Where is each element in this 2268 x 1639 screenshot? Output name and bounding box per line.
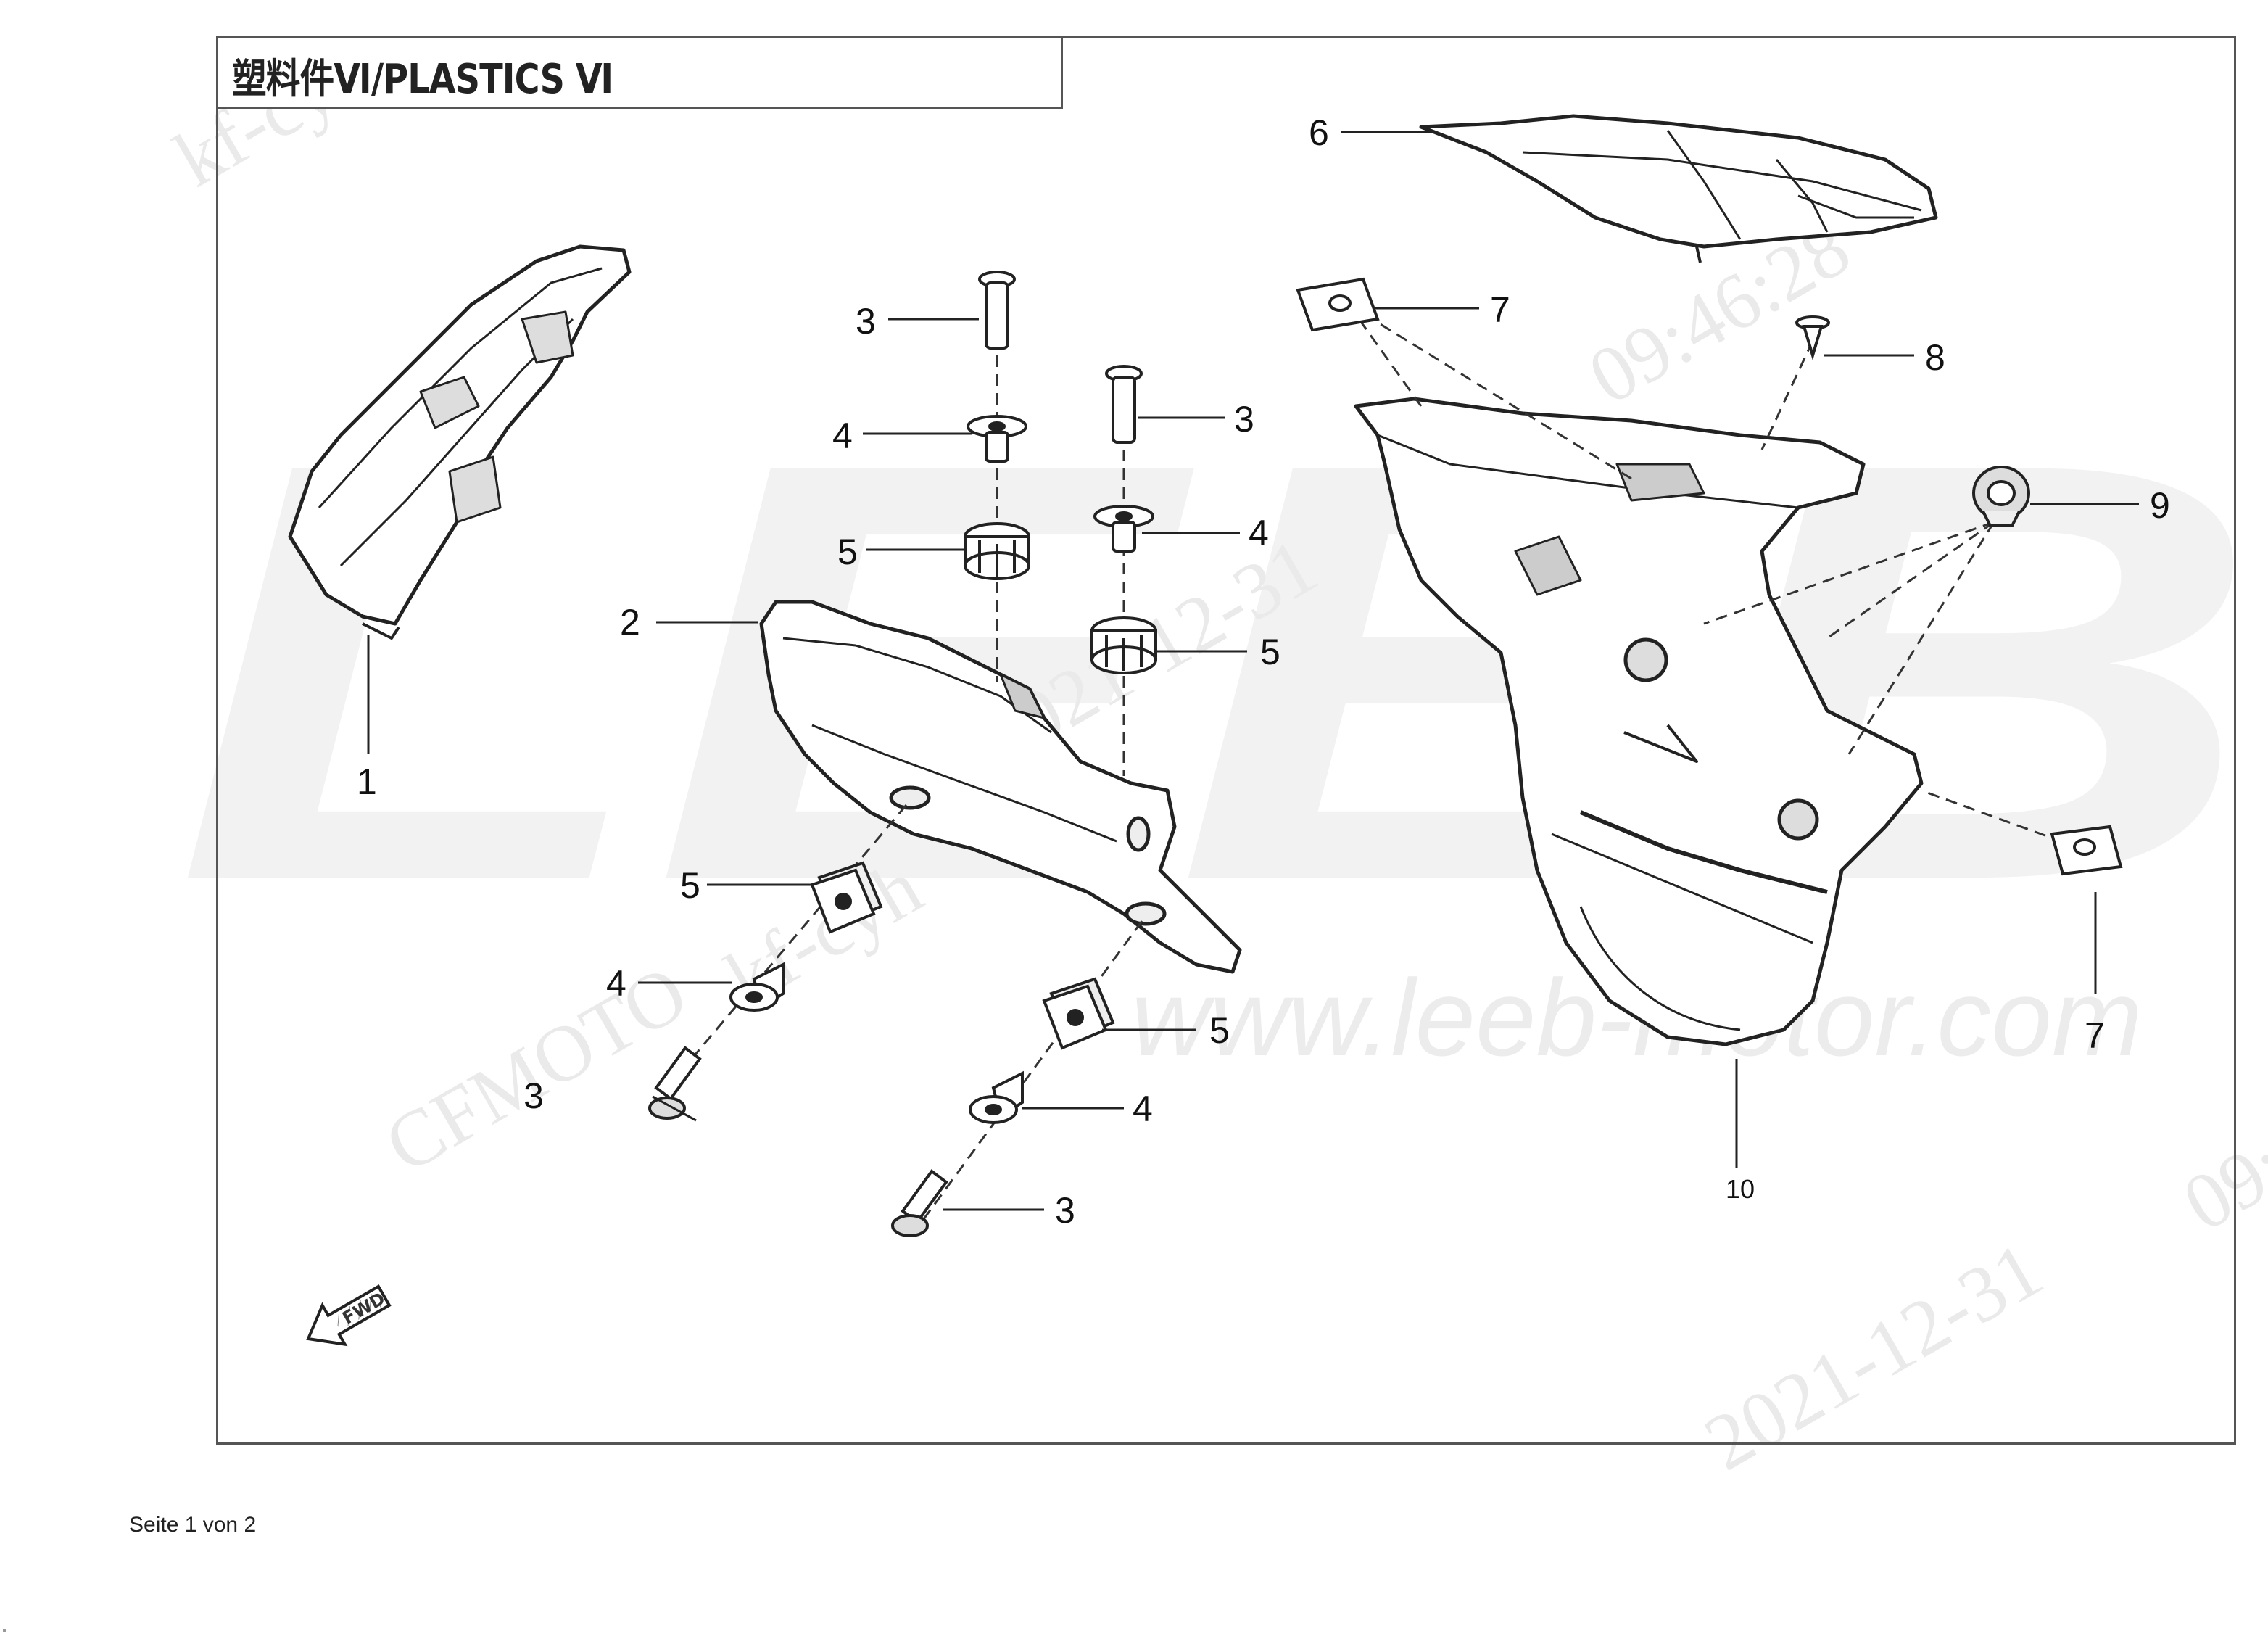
clip-nut-icon bbox=[1296, 277, 1380, 332]
side-cover-icon bbox=[288, 244, 632, 640]
callout-part-5-c: 5 bbox=[680, 865, 700, 906]
corner-mark bbox=[3, 1629, 6, 1632]
callout-labels: 1 2 3 3 3 3 4 4 4 4 5 5 5 5 6 7 7 8 9 10 bbox=[357, 112, 2170, 1231]
callout-part-5-b: 5 bbox=[1260, 632, 1280, 672]
callout-part-8: 8 bbox=[1925, 337, 1945, 378]
callout-part-3-d: 3 bbox=[1055, 1190, 1075, 1231]
rubber-grommet-icon bbox=[964, 522, 1030, 580]
callout-part-1: 1 bbox=[357, 761, 377, 802]
callout-part-7-a: 7 bbox=[1490, 289, 1510, 330]
tail-cover-icon bbox=[1419, 114, 1938, 263]
bolt-icon bbox=[978, 271, 1016, 350]
callout-part-5-a: 5 bbox=[837, 532, 858, 572]
callout-part-9: 9 bbox=[2150, 485, 2170, 526]
collar-bushing-icon-4 bbox=[969, 1070, 1024, 1124]
forward-arrow-icon: FWD bbox=[306, 1284, 392, 1347]
callout-part-3-c: 3 bbox=[523, 1076, 544, 1116]
callout-part-7-b: 7 bbox=[2085, 1015, 2105, 1056]
grommet-washer-icon bbox=[1972, 466, 2030, 527]
watermark-brand: LEEB bbox=[174, 339, 2262, 1004]
callout-part-4-c: 4 bbox=[606, 963, 626, 1004]
bolt-icon-4 bbox=[891, 1169, 948, 1237]
callout-part-10: 10 bbox=[1726, 1174, 1755, 1204]
callout-part-3-b: 3 bbox=[1234, 399, 1254, 439]
rubber-grommet-icon-4 bbox=[1042, 977, 1115, 1050]
rear-fender-icon bbox=[1354, 397, 1924, 1046]
assembly-lines bbox=[666, 303, 2082, 1234]
callout-part-3-a: 3 bbox=[856, 301, 876, 342]
rubber-grommet-icon-2 bbox=[1090, 616, 1157, 674]
callout-part-4-d: 4 bbox=[1133, 1089, 1153, 1129]
title-box bbox=[216, 36, 1063, 109]
collar-bushing-icon-2 bbox=[1093, 505, 1154, 553]
bolt-icon-3 bbox=[648, 1046, 702, 1120]
diagram-frame bbox=[216, 36, 2236, 1445]
rubber-grommet-icon-3 bbox=[810, 861, 883, 934]
bracket-panel-icon bbox=[759, 600, 1242, 974]
page-footer: Seite 1 von 2 bbox=[129, 1513, 257, 1537]
collar-bushing-icon bbox=[967, 415, 1027, 463]
diagram-title: 塑料件Ⅵ/PLASTICS Ⅵ bbox=[232, 56, 613, 103]
push-rivet-icon bbox=[1795, 315, 1830, 360]
callout-part-2: 2 bbox=[620, 602, 640, 643]
collar-bushing-icon-3 bbox=[729, 962, 785, 1012]
clip-nut-icon-2 bbox=[2050, 825, 2123, 876]
callout-part-4-a: 4 bbox=[832, 416, 853, 456]
callout-part-4-b: 4 bbox=[1249, 513, 1269, 553]
callout-part-6: 6 bbox=[1309, 112, 1329, 153]
callout-part-5-d: 5 bbox=[1209, 1010, 1230, 1051]
bolt-icon-2 bbox=[1105, 365, 1143, 444]
callout-leaders bbox=[367, 131, 2139, 1211]
